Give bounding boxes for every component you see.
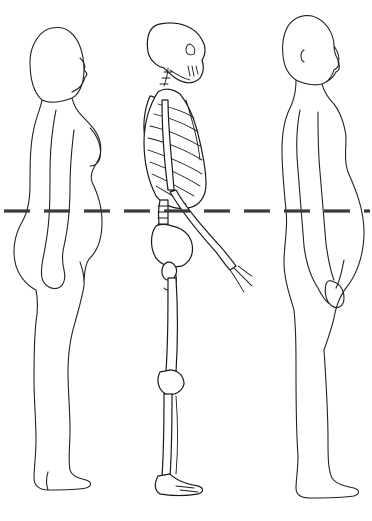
tibia — [162, 394, 172, 476]
knee — [158, 370, 184, 395]
foot-bones — [155, 474, 202, 496]
female-chest — [90, 128, 101, 166]
male-face — [326, 46, 339, 82]
male-forearm-inner — [318, 112, 334, 280]
hip-joint — [162, 262, 177, 280]
skeleton — [144, 23, 252, 496]
male-hand — [325, 281, 344, 308]
male-body-outline — [282, 16, 364, 498]
male-head — [283, 16, 339, 85]
female-arm — [41, 110, 74, 289]
female-back-line — [14, 100, 91, 490]
female-hair — [30, 27, 84, 102]
pelvis — [152, 225, 193, 267]
male-arm — [297, 110, 330, 304]
male-back-line — [282, 80, 359, 498]
male-front-line — [322, 84, 364, 350]
male-ear — [301, 50, 304, 62]
female-foot — [47, 472, 49, 490]
female-belly-crease — [80, 262, 84, 282]
female-body-outline — [14, 27, 102, 490]
fibula — [176, 396, 178, 474]
femur — [166, 278, 178, 372]
female-front-line — [72, 98, 102, 286]
hand — [230, 266, 252, 292]
